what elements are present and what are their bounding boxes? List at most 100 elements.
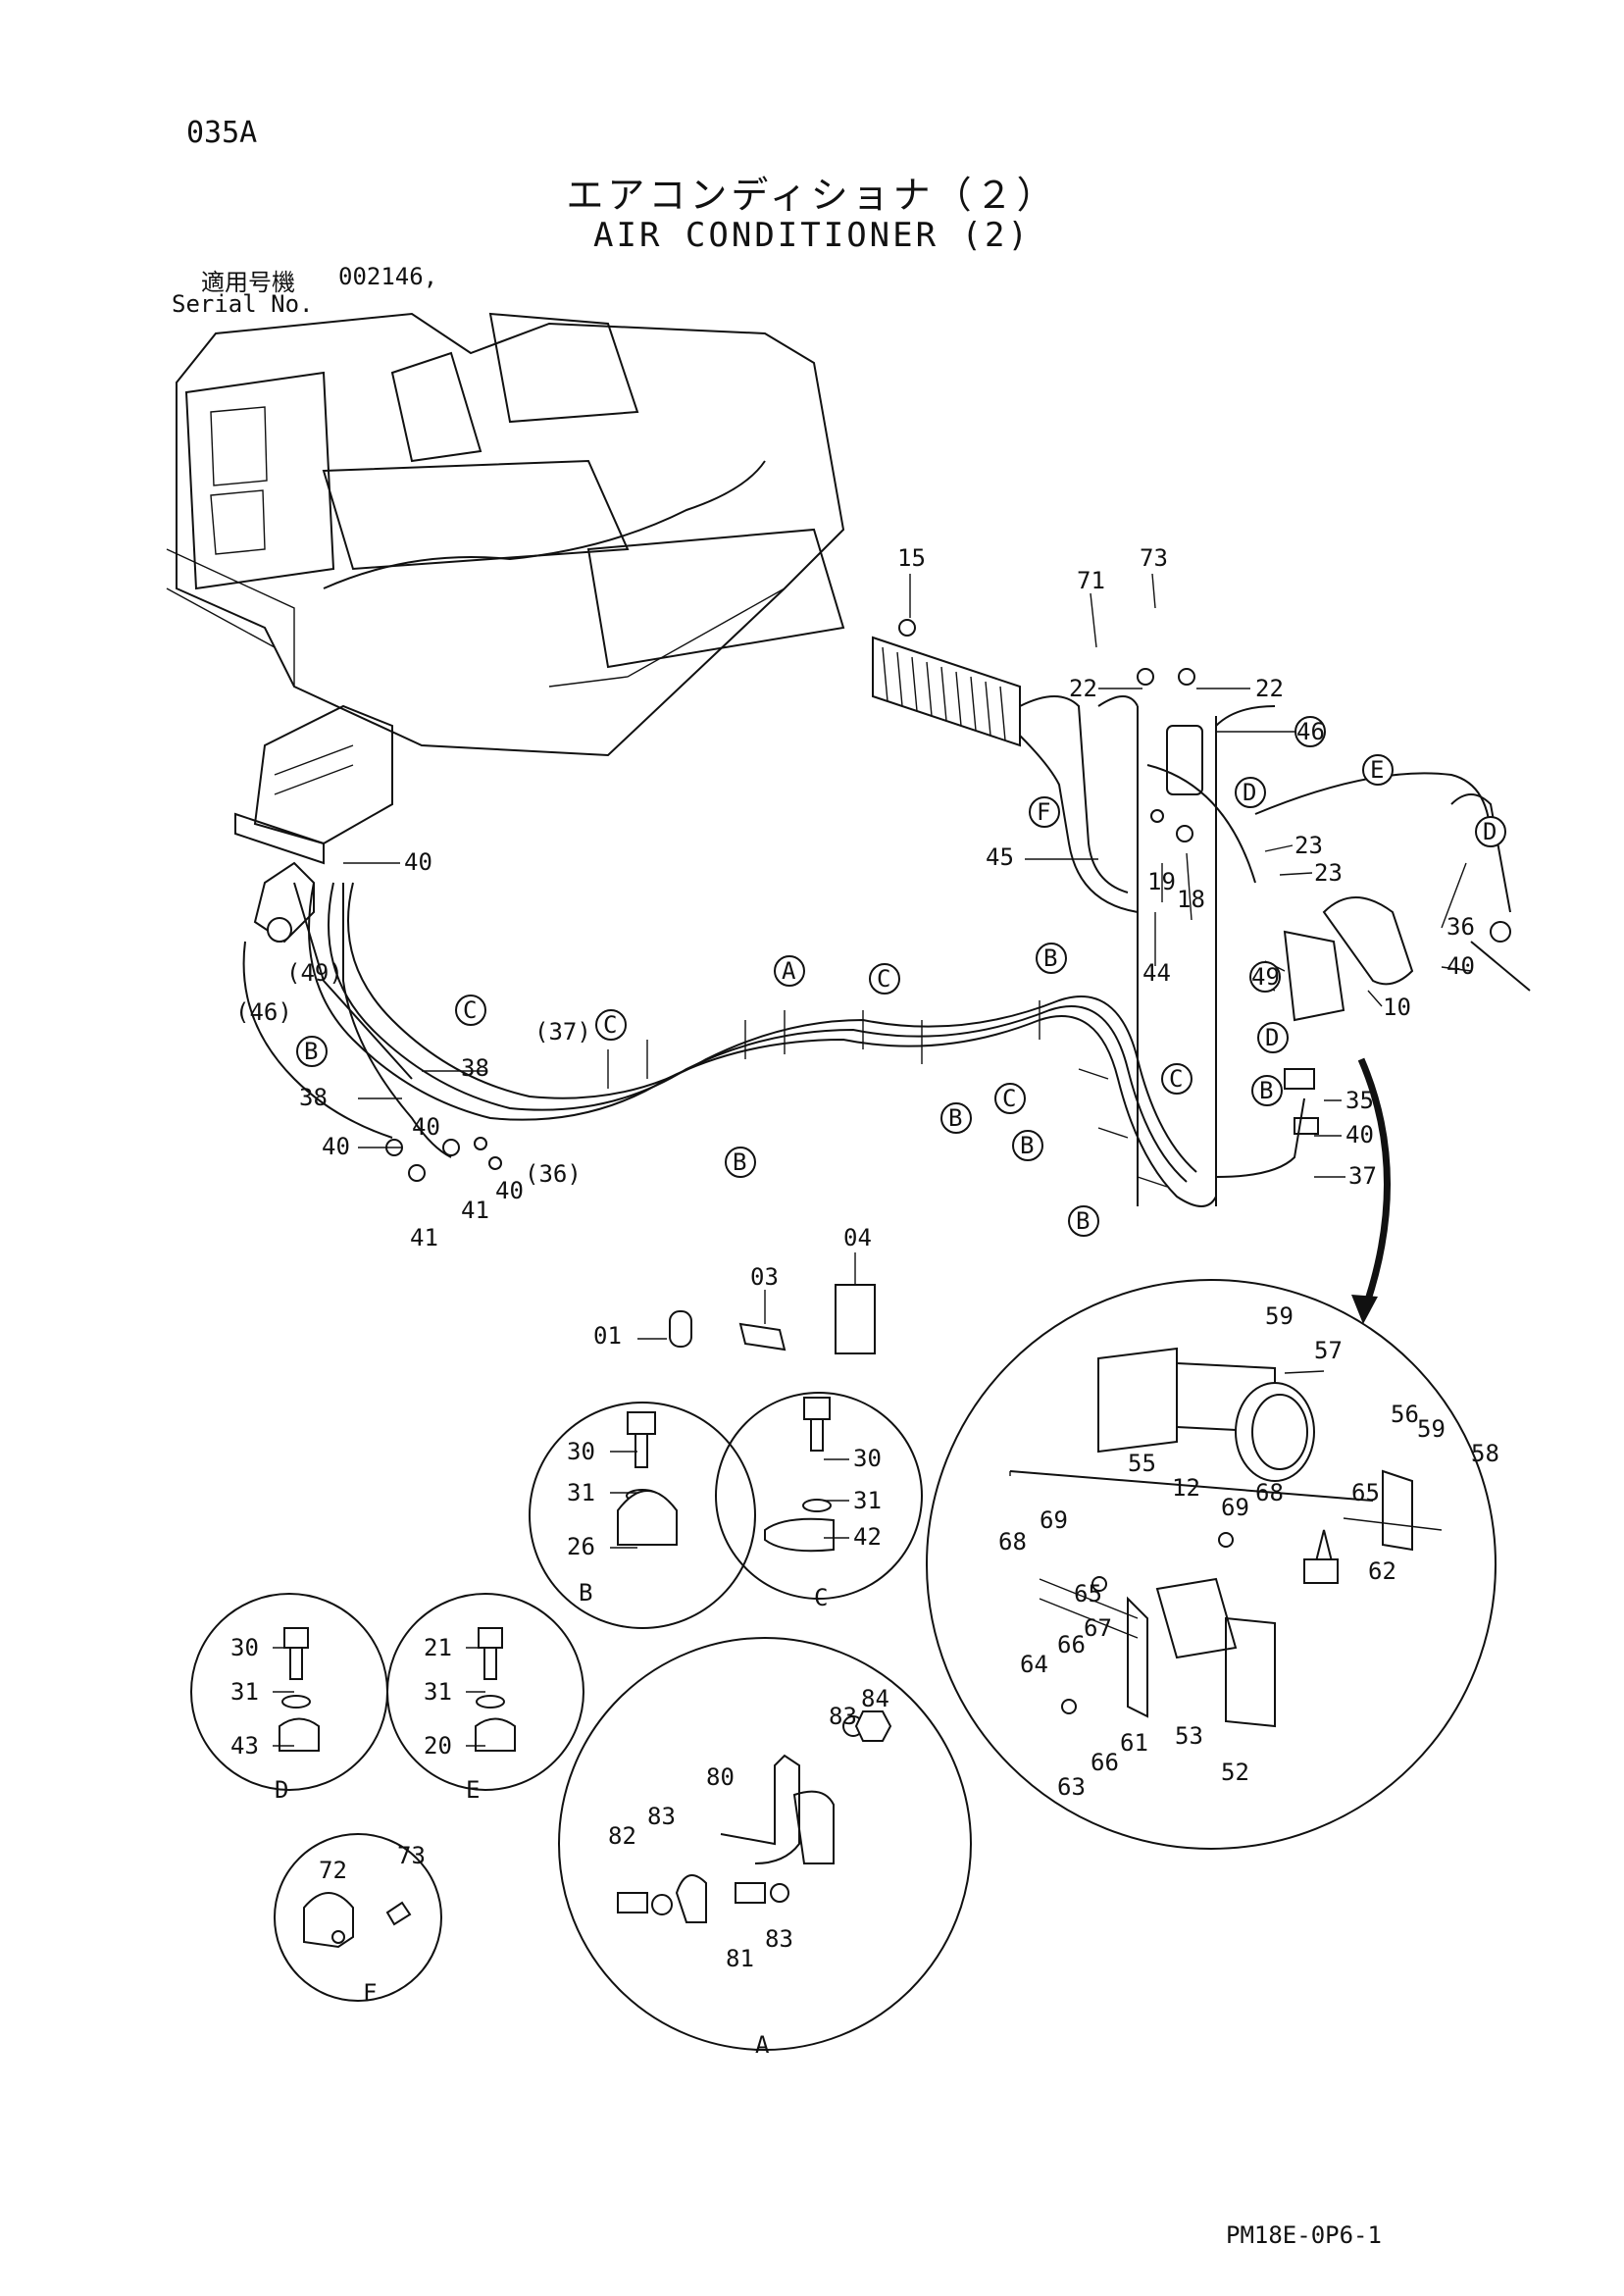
svg-text:62: 62 (1368, 1557, 1396, 1585)
svg-text:B: B (1259, 1077, 1273, 1104)
svg-text:35: 35 (1345, 1087, 1374, 1114)
svg-text:C: C (1169, 1065, 1183, 1093)
svg-text:64: 64 (1020, 1651, 1048, 1678)
svg-text:20: 20 (424, 1732, 452, 1760)
svg-text:40: 40 (1446, 952, 1475, 980)
svg-text:(36): (36) (525, 1160, 582, 1188)
machine-illustration (166, 312, 845, 757)
reference-bubble-C: C (1161, 1063, 1193, 1095)
svg-text:49: 49 (1251, 963, 1280, 991)
svg-text:40: 40 (322, 1133, 350, 1160)
svg-text:C: C (814, 1584, 828, 1611)
svg-text:41: 41 (461, 1197, 489, 1224)
reference-bubble-B: B (1036, 943, 1067, 974)
svg-text:63: 63 (1057, 1773, 1086, 1801)
svg-text:81: 81 (726, 1945, 754, 1972)
svg-text:53: 53 (1175, 1722, 1203, 1750)
bubble-49 (1249, 961, 1281, 993)
detail-E-parts (475, 1627, 516, 1752)
detail-D-parts (279, 1627, 320, 1752)
detail-F-parts (303, 1892, 412, 1949)
detail-circle-compressor-bracket (926, 1279, 1497, 1850)
reference-bubble-B: B (1012, 1130, 1043, 1161)
detail-A-parts (617, 1710, 892, 1923)
svg-text:26: 26 (567, 1533, 595, 1560)
svg-text:69: 69 (1040, 1506, 1068, 1534)
svg-text:04: 04 (843, 1224, 872, 1251)
reference-bubble-A: A (774, 955, 805, 987)
svg-text:83: 83 (765, 1925, 793, 1953)
detail-circle-B (529, 1402, 756, 1629)
svg-text:55: 55 (1128, 1450, 1156, 1477)
svg-text:C: C (463, 996, 477, 1024)
svg-text:71: 71 (1077, 567, 1105, 594)
svg-text:73: 73 (1140, 544, 1168, 572)
svg-text:40: 40 (495, 1177, 524, 1204)
detail-circle-C (715, 1392, 923, 1600)
svg-text:67: 67 (1084, 1614, 1112, 1642)
reference-bubble-C: C (994, 1083, 1026, 1114)
receiver-dryer (1097, 668, 1276, 1206)
svg-text:B: B (1076, 1207, 1090, 1235)
svg-text:B: B (1020, 1132, 1034, 1159)
reference-bubble-C: C (455, 995, 486, 1026)
reference-bubble-C: C (869, 963, 900, 995)
svg-text:C: C (603, 1011, 617, 1039)
part-callouts: 15 71 73 22 22 46 45 19 18 44 23 23 36 4… (230, 544, 1499, 1972)
detail-pointer-arrowhead (1351, 1295, 1378, 1324)
svg-text:C: C (1002, 1085, 1016, 1112)
detail-circle-A (558, 1637, 972, 2051)
svg-text:40: 40 (412, 1113, 440, 1141)
reference-bubble-D: D (1235, 777, 1266, 808)
svg-text:F: F (1037, 798, 1050, 826)
svg-text:15: 15 (897, 544, 926, 572)
svg-text:72: 72 (319, 1857, 347, 1884)
svg-text:56: 56 (1391, 1401, 1419, 1428)
svg-text:01: 01 (593, 1322, 622, 1350)
svg-text:B: B (733, 1148, 746, 1176)
reference-bubble-D: D (1475, 816, 1506, 847)
svg-text:(37): (37) (534, 1018, 591, 1046)
svg-text:B: B (948, 1104, 962, 1132)
svg-text:22: 22 (1255, 675, 1284, 702)
svg-text:40: 40 (404, 848, 432, 876)
svg-text:69: 69 (1221, 1494, 1249, 1521)
condenser (872, 619, 1139, 913)
svg-text:22: 22 (1069, 675, 1097, 702)
compressor (1254, 772, 1531, 1135)
svg-text:B: B (579, 1579, 592, 1607)
svg-text:66: 66 (1091, 1749, 1119, 1776)
svg-text:B: B (304, 1038, 318, 1065)
svg-text:68: 68 (1255, 1479, 1284, 1506)
refrigerant-hoses (242, 882, 1305, 1207)
serial-label: Serial No. (172, 290, 314, 318)
reference-bubble-B: B (725, 1147, 756, 1178)
detail-C-parts (764, 1397, 835, 1553)
svg-text:65: 65 (1351, 1479, 1380, 1506)
serial-label-japanese: 適用号機 (201, 269, 295, 296)
detail-pointer (1357, 1057, 1391, 1316)
svg-text:59: 59 (1265, 1302, 1294, 1330)
serial-number-value: 002146, (338, 263, 438, 290)
svg-text:(49): (49) (286, 959, 343, 987)
svg-text:44: 44 (1142, 959, 1171, 987)
svg-text:30: 30 (853, 1445, 882, 1472)
svg-text:C: C (877, 965, 890, 993)
svg-text:40: 40 (1345, 1121, 1374, 1148)
reference-bubble-B: B (940, 1102, 972, 1134)
svg-text:E: E (466, 1776, 480, 1804)
reference-bubble-B: B (296, 1036, 328, 1067)
detail-circle-F (274, 1833, 442, 2002)
svg-text:12: 12 (1172, 1474, 1200, 1502)
svg-text:31: 31 (853, 1487, 882, 1514)
svg-text:43: 43 (230, 1732, 259, 1760)
svg-text:41: 41 (410, 1224, 438, 1251)
compressor-bracket-detail (1009, 1347, 1443, 1728)
svg-text:80: 80 (706, 1763, 735, 1791)
svg-text:83: 83 (647, 1803, 676, 1830)
svg-text:21: 21 (424, 1634, 452, 1661)
svg-text:23: 23 (1314, 859, 1343, 887)
reference-bubble-C: C (595, 1009, 627, 1041)
reference-bubble-B: B (1068, 1205, 1099, 1237)
reference-bubble-D: D (1257, 1022, 1289, 1053)
